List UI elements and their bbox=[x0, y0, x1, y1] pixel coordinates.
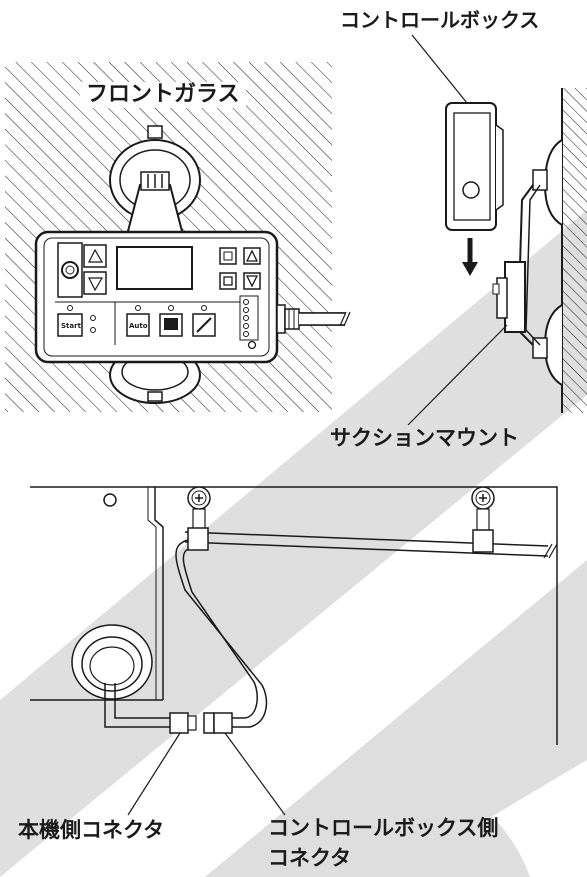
start-button-label: Start bbox=[61, 322, 82, 330]
suction-mount-label: サクションマウント bbox=[330, 426, 519, 450]
control-box-front bbox=[34, 230, 279, 364]
suction-cup-top bbox=[109, 125, 201, 236]
cable-gland bbox=[276, 304, 351, 334]
control-box-connector-label-line2: コネクタ bbox=[268, 846, 352, 870]
main-connector-label: 本機側コネクタ bbox=[18, 818, 165, 842]
background-watermark bbox=[0, 210, 587, 877]
side-view-illustration bbox=[407, 34, 587, 426]
control-box-connector-label-line1: コントロールボックス側 bbox=[268, 816, 499, 840]
control-box-label: コントロールボックス bbox=[340, 8, 540, 32]
windshield-label: フロントガラス bbox=[80, 82, 246, 108]
auto-button-label: Auto bbox=[129, 322, 148, 330]
connector-illustration bbox=[30, 486, 558, 816]
windshield-illustration: Start Auto bbox=[5, 62, 351, 412]
